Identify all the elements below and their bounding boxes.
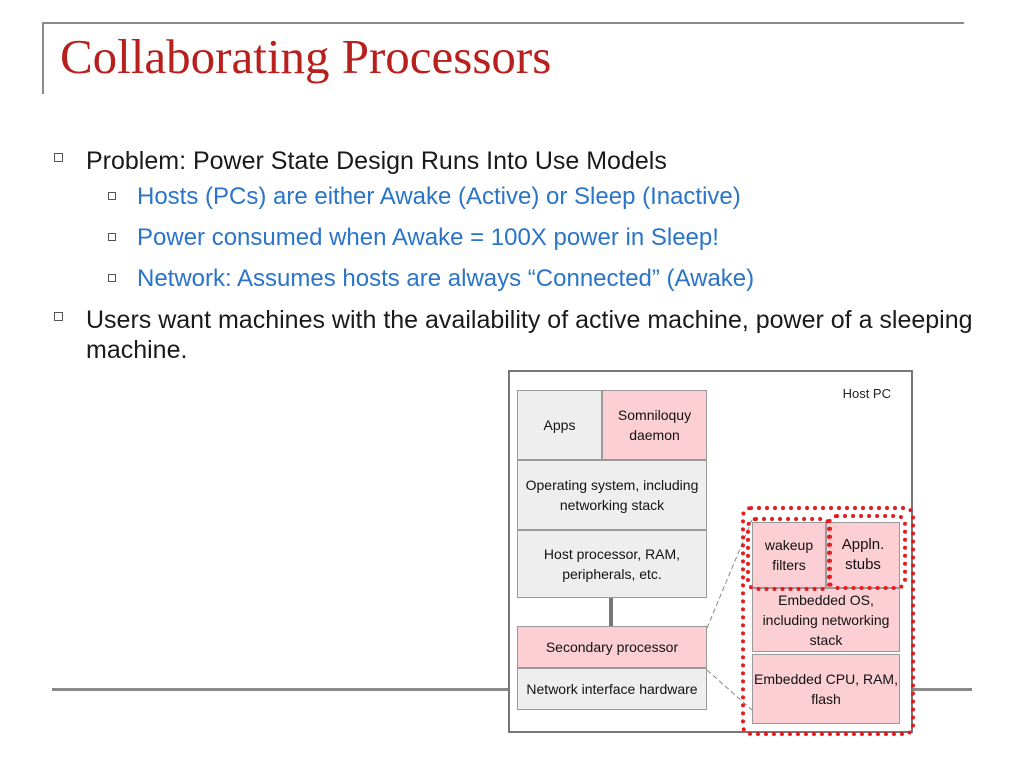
sub-bullet-hosts: Hosts (PCs) are either Awake (Active) or…: [50, 182, 980, 212]
sub-bullet-power: Power consumed when Awake = 100X power i…: [50, 223, 980, 253]
sub-bullet-network: Network: Assumes hosts are always “Conne…: [50, 264, 980, 294]
bullet-text: Problem: Power State Design Runs Into Us…: [86, 147, 667, 175]
network-interface-box: Network interface hardware: [517, 668, 707, 710]
host-pc-label: Host PC: [842, 386, 891, 401]
secondary-processor-outline: [741, 506, 915, 736]
sub-bullet-text: Power consumed when Awake = 100X power i…: [137, 224, 719, 251]
bullet-users: Users want machines with the availabilit…: [50, 305, 980, 365]
decor-vertical-rule: [42, 22, 44, 94]
square-bullet-icon: [54, 312, 63, 321]
square-bullet-icon: [108, 274, 116, 282]
apps-box: Apps: [517, 390, 602, 460]
secondary-processor-box: Secondary processor: [517, 626, 707, 668]
slide-title: Collaborating Processors: [60, 29, 552, 84]
somniloquy-daemon-box: Somniloquy daemon: [602, 390, 707, 460]
operating-system-box: Operating system, including networking s…: [517, 460, 707, 530]
appln-stubs-box: Appln. stubs: [826, 522, 900, 588]
square-bullet-icon: [54, 153, 63, 162]
wakeup-filters-box: wakeup filters: [752, 522, 826, 588]
wakeup-filters-outline: [746, 517, 832, 591]
bullet-problem: Problem: Power State Design Runs Into Us…: [50, 146, 980, 176]
embedded-os-box: Embedded OS, including networking stack: [752, 588, 900, 652]
bus-connector: [609, 598, 613, 626]
appln-stubs-outline: [827, 514, 907, 590]
embedded-hardware-box: Embedded CPU, RAM, flash: [752, 654, 900, 724]
sub-bullet-text: Hosts (PCs) are either Awake (Active) or…: [137, 183, 741, 210]
bullet-text: Users want machines with the availabilit…: [86, 306, 973, 364]
decor-top-rule: [42, 22, 964, 24]
host-processor-box: Host processor, RAM, peripherals, etc.: [517, 530, 707, 598]
square-bullet-icon: [108, 233, 116, 241]
sub-bullet-text: Network: Assumes hosts are always “Conne…: [137, 265, 755, 292]
square-bullet-icon: [108, 192, 116, 200]
bullet-list: Problem: Power State Design Runs Into Us…: [50, 146, 980, 371]
architecture-diagram: Host PC Apps Somniloquy daemon Operating…: [508, 370, 920, 738]
